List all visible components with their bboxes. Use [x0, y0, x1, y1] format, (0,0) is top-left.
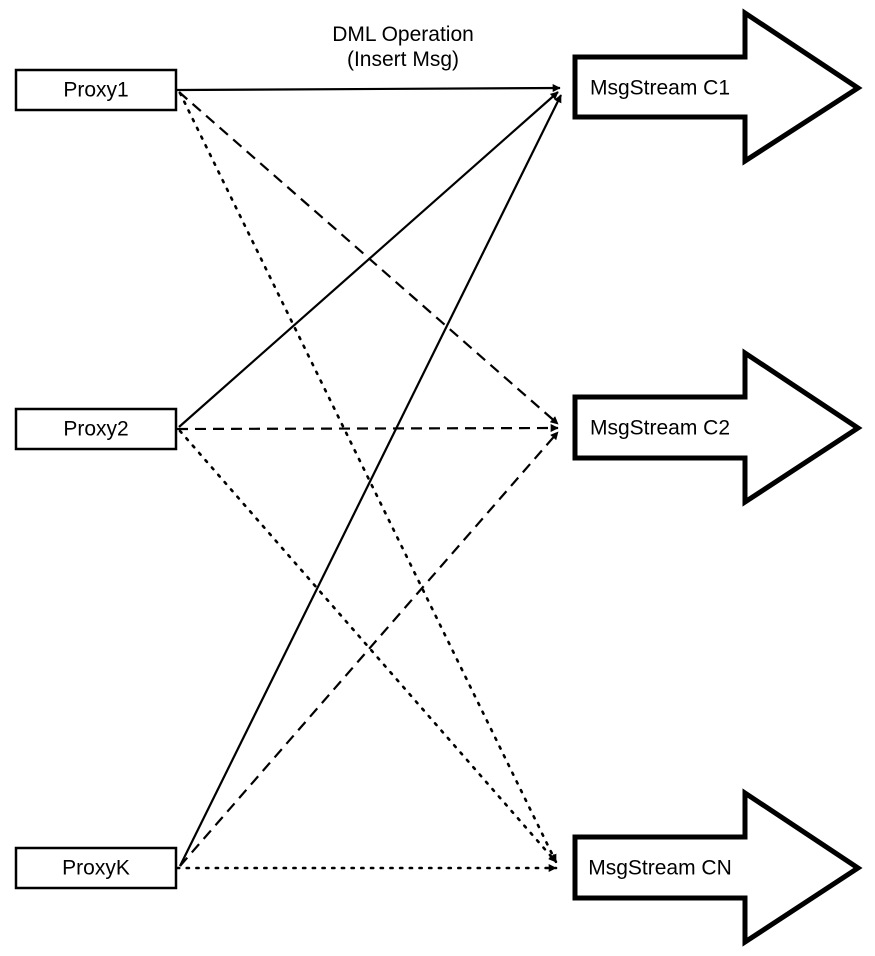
proxy1-label: Proxy1 [63, 79, 128, 102]
msgstream-c2-label: MsgStream C2 [590, 417, 730, 440]
msgstream-node-cn[interactable]: MsgStream CN [572, 788, 863, 947]
caption-line-2: (Insert Msg) [347, 48, 459, 71]
proxy2-box[interactable] [14, 407, 178, 451]
msgstream-c1-arrow-shape[interactable] [572, 8, 863, 166]
edge-proxyk-to-msgstream-c2[interactable] [179, 431, 559, 867]
edge-layer [175, 84, 562, 872]
edge-proxy2-to-msgstream-c2[interactable] [176, 424, 559, 433]
msgstream-node-c2[interactable]: MsgStream C2 [572, 348, 863, 507]
edge-caption-group: DML Operation (Insert Msg) [332, 23, 474, 71]
proxyk-label: ProxyK [62, 857, 130, 880]
msgstream-cn-arrow-shape[interactable] [572, 788, 863, 947]
msgstream-cn-label: MsgStream CN [588, 857, 732, 880]
edge-proxy1-to-msgstream-c2[interactable] [178, 91, 559, 425]
proxyk-box[interactable] [14, 846, 178, 890]
edge-proxy2-to-msgstream-cn[interactable] [178, 429, 558, 864]
edge-proxy1-to-msgstream-c1[interactable] [176, 84, 561, 93]
proxy-node-proxy1[interactable]: Proxy1 [14, 68, 178, 112]
proxy2-label: Proxy2 [63, 418, 128, 441]
proxy-node-proxy2[interactable]: Proxy2 [14, 407, 178, 451]
caption-line-1: DML Operation [332, 23, 474, 46]
msgstream-c2-arrow-shape[interactable] [572, 348, 863, 507]
proxy1-box[interactable] [14, 68, 178, 112]
msgstream-c1-label: MsgStream C1 [590, 77, 730, 100]
proxy-node-proxyk[interactable]: ProxyK [14, 846, 178, 890]
edge-proxy2-to-msgstream-c1[interactable] [178, 91, 559, 428]
edge-proxy1-to-msgstream-cn[interactable] [178, 91, 558, 864]
edge-proxyk-to-msgstream-c1[interactable] [179, 94, 562, 867]
msgstream-node-c1[interactable]: MsgStream C1 [572, 8, 863, 166]
